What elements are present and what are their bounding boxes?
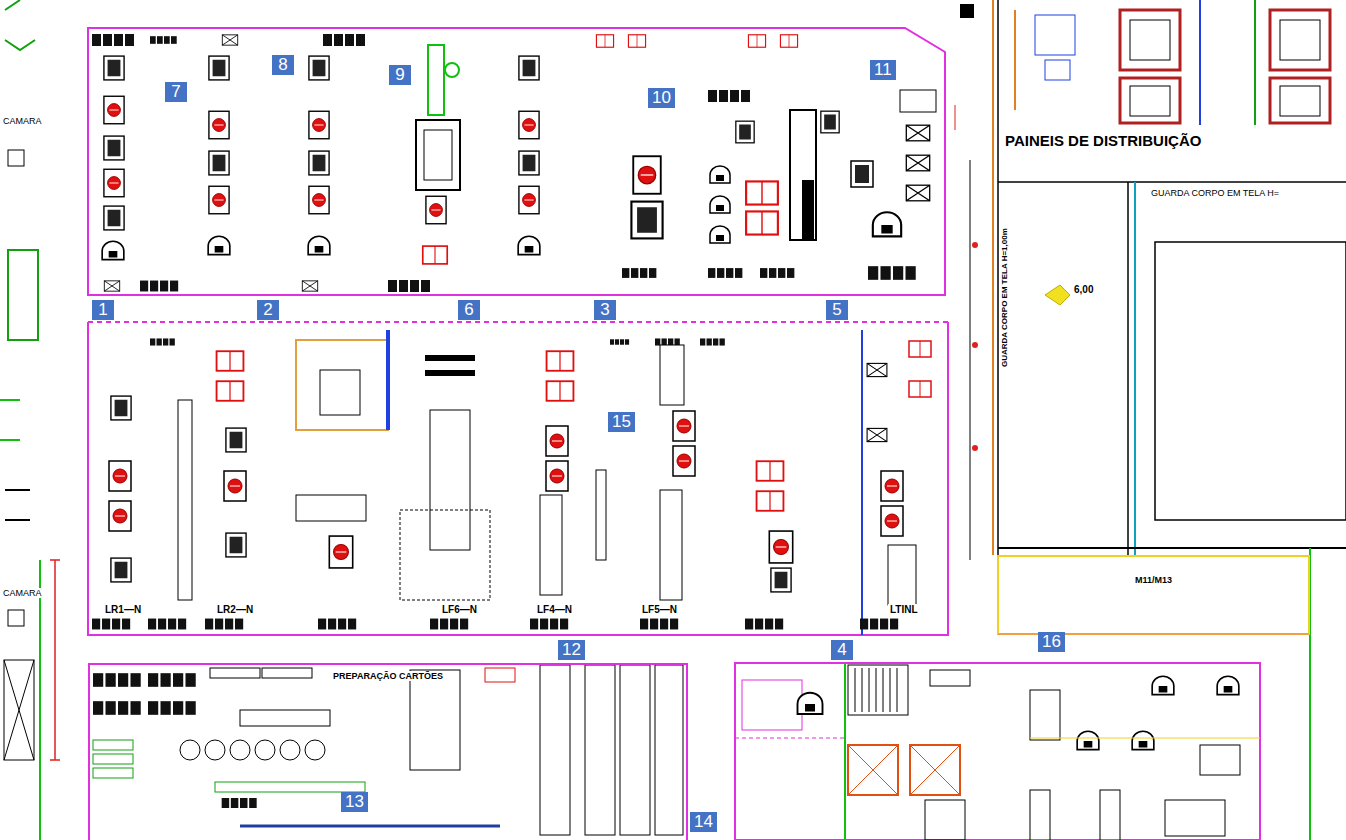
label-text: LF5—N	[642, 604, 677, 615]
label-text: LF6—N	[442, 604, 477, 615]
label-text: 6	[464, 300, 473, 319]
plan-note: GUARDA CORPO EM TELA H=	[1150, 188, 1280, 198]
callout-number: 5	[826, 300, 848, 320]
plan-note: GUARDA CORPO EM TELA H=1,00m	[1000, 226, 1009, 369]
label-text: 7	[171, 82, 180, 101]
plan-note: 6,00	[1072, 284, 1095, 295]
callout-number: 14	[690, 812, 717, 832]
plan-note: CAMARA	[2, 588, 43, 598]
callout-number: 11	[870, 60, 896, 80]
callout-number: 15	[608, 412, 635, 432]
label-text: 14	[694, 812, 713, 831]
callout-number: 6	[458, 300, 480, 320]
callout-number: 8	[272, 55, 294, 75]
line-name: LR1—N	[103, 604, 143, 615]
label-text: 1	[98, 300, 107, 319]
callout-number: 7	[165, 82, 187, 102]
label-text: GUARDA CORPO EM TELA H=	[1151, 188, 1279, 198]
area-region: M11/M13	[997, 555, 1310, 635]
line-name: LF6—N	[440, 604, 479, 615]
label-text: 2	[263, 300, 272, 319]
callout-number: 2	[257, 300, 279, 320]
label-text: 10	[652, 88, 671, 107]
callout-number: 10	[648, 88, 675, 108]
label-text: 3	[600, 300, 609, 319]
callout-number: 1	[92, 300, 114, 320]
label-text: LTINL	[890, 604, 918, 615]
label-text: CAMARA	[3, 588, 42, 598]
label-text: GUARDA CORPO EM TELA H=1,00m	[1000, 228, 1009, 367]
label-text: 9	[395, 65, 404, 84]
callout-number: 13	[341, 792, 368, 812]
label-text: 13	[345, 792, 364, 811]
area-label: PAINEIS DE DISTRIBUIÇÃO	[1005, 132, 1201, 149]
label-text: 16	[1042, 632, 1061, 651]
plan-note: CAMARA	[2, 116, 43, 126]
label-text: LR1—N	[105, 604, 141, 615]
area-label: PREPARAÇÃO CARTÕES	[330, 671, 446, 681]
callout-number: 9	[389, 65, 411, 85]
label-text: 15	[612, 412, 631, 431]
label-text: LR2—N	[217, 604, 253, 615]
label-text: 6,00	[1074, 284, 1093, 295]
label-text: 4	[837, 640, 846, 659]
label-text: 5	[832, 300, 841, 319]
label-text: 11	[874, 60, 892, 79]
label-text: CAMARA	[3, 116, 42, 126]
label-text: LF4—N	[537, 604, 572, 615]
callout-number: 12	[558, 640, 585, 660]
label-text: 8	[278, 55, 287, 74]
callout-number: 16	[1038, 632, 1065, 652]
area-region: PREPARAÇÃO CARTÕES	[88, 663, 688, 840]
callout-number: 4	[831, 640, 853, 660]
line-name: LTINL	[888, 604, 920, 615]
callout-number: 3	[594, 300, 616, 320]
line-name: LR2—N	[215, 604, 255, 615]
line-name: LF4—N	[535, 604, 574, 615]
area-title: PAINEIS DE DISTRIBUIÇÃO	[1005, 132, 1213, 154]
line-name: LF5—N	[640, 604, 679, 615]
label-text: 12	[562, 640, 581, 659]
area-label: M11/M13	[1133, 575, 1174, 585]
